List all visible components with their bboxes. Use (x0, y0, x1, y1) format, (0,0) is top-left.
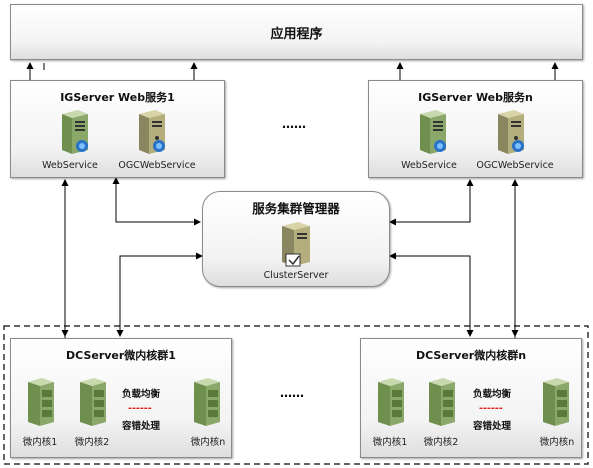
arrow-manager-to-webn (390, 179, 474, 223)
web-group-1-title: IGServer Web服务1 (60, 91, 175, 104)
web-group-n-title: IGServer Web服务n (418, 91, 533, 104)
web-service-group-1: IGServer Web服务1 (10, 80, 225, 178)
application-box: 应用程序 (10, 4, 583, 60)
dc-group-1-separator: ------ (128, 403, 152, 414)
cluster-manager-box: 服务集群管理器 (202, 191, 390, 287)
dc-groups-ellipsis: …… (280, 386, 304, 400)
cluster-manager-title: 服务集群管理器 (252, 201, 340, 216)
dc-group-1-load-balance: 负载均衡 (122, 389, 161, 400)
web-groups-ellipsis: …… (282, 117, 306, 131)
web-group-1-webservice-label: WebService (42, 160, 98, 171)
dc-group-1-fault-tolerance: 容错处理 (122, 421, 161, 432)
webservice-n-server-icon (420, 110, 446, 154)
cluster-server-label: ClusterServer (263, 270, 329, 281)
web-service-group-n: IGServer Web服务n (368, 80, 583, 178)
dc-group-n-load-balance: 负载均衡 (473, 389, 512, 400)
dc-group-n-title: DCServer微内核群n (415, 349, 527, 362)
dc-group-1-kernel-1-label: 微内核1 (22, 437, 58, 448)
application-title: 应用程序 (270, 27, 323, 42)
kernel-rack-icon (378, 378, 404, 426)
kernel-rack-icon (28, 378, 54, 426)
dc-cluster-dashed-frame (3, 325, 589, 465)
dc-group-n-kernel-n-label: 微内核n (539, 437, 575, 448)
kernel-rack-icon (429, 378, 455, 426)
dc-group-n-separator: ------ (479, 403, 503, 414)
ogc-n-server-icon (498, 110, 524, 154)
cluster-server-icon (282, 222, 310, 267)
web-group-1-ogc-label: OGCWebService (118, 160, 196, 171)
arrow-web1-to-manager (115, 178, 201, 226)
dc-group-n-kernel-2-label: 微内核2 (423, 437, 459, 448)
arrow-manager-to-dc1 (116, 255, 202, 337)
dc-group-1-kernel-n-label: 微内核n (190, 437, 226, 448)
web-group-n-webservice-label: WebService (401, 160, 457, 171)
dc-group-n-kernel-1-label: 微内核1 (372, 437, 408, 448)
web-group-n-ogc-label: OGCWebService (476, 160, 554, 171)
dc-group-1-kernel-2-label: 微内核2 (74, 437, 110, 448)
kernel-rack-icon (543, 378, 569, 426)
webservice-server-icon (62, 110, 88, 154)
kernel-rack-icon (194, 378, 220, 426)
arrow-manager-to-dcn (390, 255, 474, 337)
dc-group-1-title: DCServer微内核群1 (66, 349, 176, 362)
dc-group-n-fault-tolerance: 容错处理 (473, 421, 512, 432)
kernel-rack-icon (80, 378, 106, 426)
ogc-server-icon (139, 110, 165, 154)
